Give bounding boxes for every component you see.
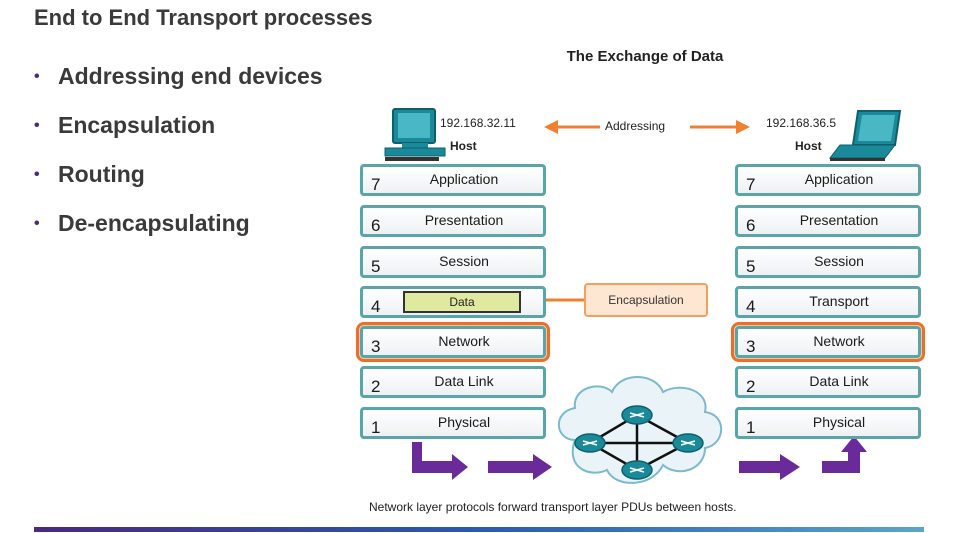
right-layer-1: 1 Physical	[735, 407, 921, 439]
layer-name: Physical	[437, 414, 491, 430]
layer-number: 6	[371, 216, 381, 235]
laptop-icon	[828, 110, 902, 161]
data-pdu-box: Data	[403, 291, 521, 313]
encapsulation-label: Encapsulation	[584, 283, 708, 317]
layer-name: Network	[813, 333, 865, 349]
data-flow-arrow	[412, 436, 867, 480]
left-layer-2: 2 Data Link	[360, 366, 546, 398]
bullet-dot-icon: •	[34, 116, 40, 134]
layer-number: 2	[746, 377, 756, 396]
layer-number: 3	[746, 337, 756, 356]
router-icon	[621, 460, 653, 480]
bullet-list: • Addressing end devices • Encapsulation •…	[34, 52, 323, 248]
layer-number: 7	[746, 175, 756, 194]
layer-number: 3	[371, 337, 381, 356]
right-layer-5: 5 Session	[735, 246, 921, 278]
desktop-computer-icon	[384, 108, 446, 161]
bullet-text: Addressing end devices	[58, 63, 323, 89]
addressing-arrow	[544, 120, 750, 134]
bullet-dot-icon: •	[34, 67, 40, 85]
router-icon	[574, 433, 606, 453]
left-layer-4: 4 Data	[360, 286, 546, 318]
left-ip-address: 192.168.32.11	[440, 116, 516, 130]
left-layer-5: 5 Session	[360, 246, 546, 278]
layer-name: Network	[438, 333, 490, 349]
layer-number: 4	[371, 297, 381, 316]
left-layer-1: 1 Physical	[360, 407, 546, 439]
router-icon	[621, 405, 653, 425]
left-layer-6: 6 Presentation	[360, 205, 546, 237]
bullet-text: Encapsulation	[58, 112, 216, 138]
right-layer-4: 4 Transport	[735, 286, 921, 318]
left-host-label: Host	[450, 139, 477, 153]
diagram-caption: Network layer protocols forward transpor…	[369, 500, 737, 514]
layer-number: 4	[746, 297, 756, 316]
bullet-text: Routing	[58, 161, 145, 187]
network-cloud-icon	[557, 376, 723, 484]
bullet-item: • De-encapsulating	[34, 199, 323, 248]
layer-name: Physical	[812, 414, 866, 430]
right-layer-7: 7 Application	[735, 164, 921, 196]
right-host-label: Host	[795, 139, 822, 153]
bullet-dot-icon: •	[34, 214, 40, 232]
bullet-item: • Encapsulation	[34, 101, 323, 150]
layer-number: 1	[746, 418, 756, 437]
layer-number: 1	[371, 418, 381, 437]
diagram-title: The Exchange of Data	[566, 48, 724, 65]
slide-title: End to End Transport processes	[34, 5, 373, 30]
bullet-item: • Routing	[34, 150, 323, 199]
layer-number: 2	[371, 377, 381, 396]
right-layer-3: 3 Network	[731, 322, 925, 362]
layer-number: 6	[746, 216, 756, 235]
bottom-accent-bar	[34, 527, 924, 532]
layer-name: Data Link	[434, 373, 494, 389]
bullet-item: • Addressing end devices	[34, 52, 323, 101]
bullet-dot-icon: •	[34, 165, 40, 183]
layer-number: 7	[371, 175, 381, 194]
router-icon	[672, 433, 704, 453]
layer-name: Presentation	[424, 212, 504, 228]
layer-name: Session	[814, 253, 864, 269]
bullet-text: De-encapsulating	[58, 210, 250, 236]
layer-name: Presentation	[799, 212, 879, 228]
layer-name: Application	[804, 171, 874, 187]
addressing-label: Addressing	[605, 119, 666, 133]
left-layer-3: 3 Network	[356, 322, 550, 362]
right-layer-2: 2 Data Link	[735, 366, 921, 398]
layer-name: Data Link	[809, 373, 869, 389]
layer-number: 5	[371, 257, 381, 276]
layer-number: 5	[746, 257, 756, 276]
right-ip-address: 192.168.36.5	[766, 116, 837, 130]
layer-name: Session	[439, 253, 489, 269]
left-layer-7: 7 Application	[360, 164, 546, 196]
right-layer-6: 6 Presentation	[735, 205, 921, 237]
layer-name: Application	[429, 171, 499, 187]
layer-name: Transport	[809, 293, 869, 309]
